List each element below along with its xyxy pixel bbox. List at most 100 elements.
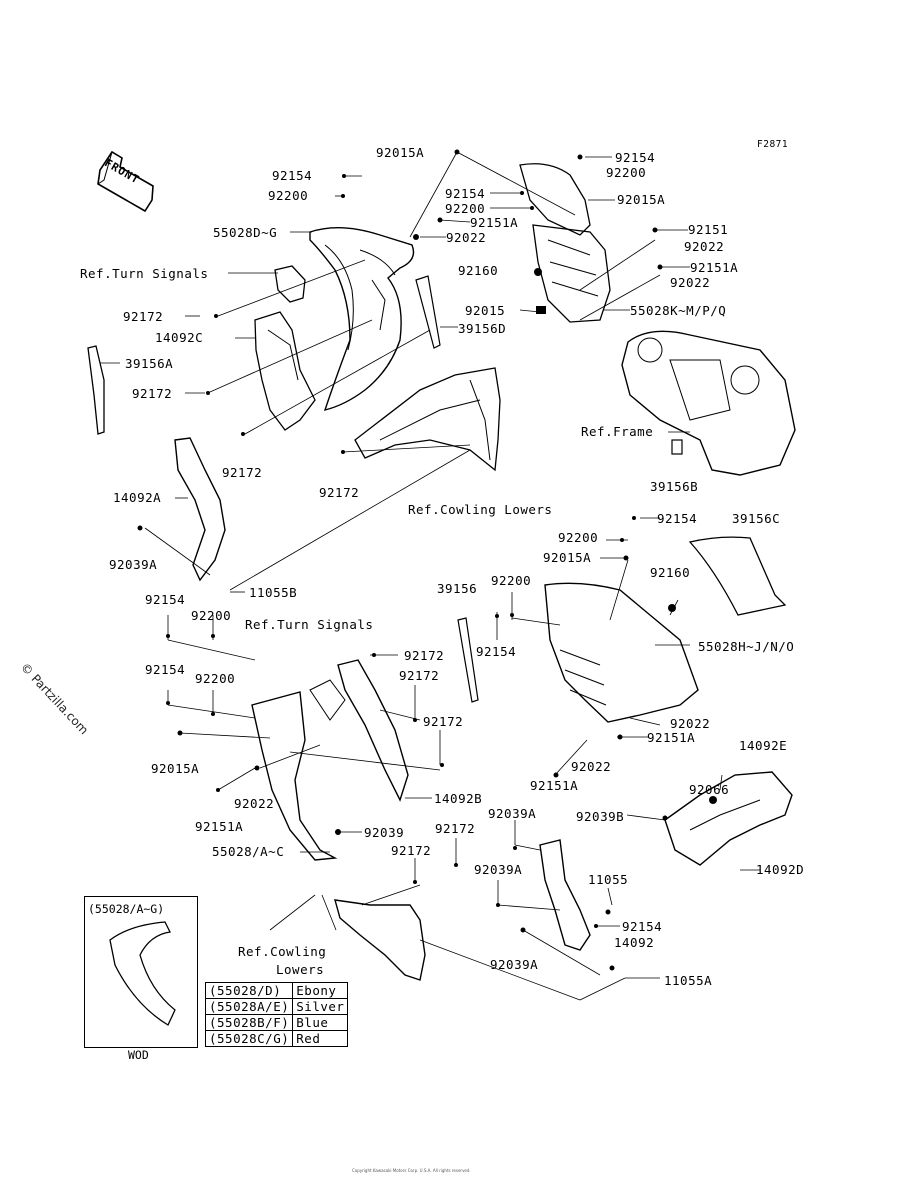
label-lowers[interactable]: Lowers	[276, 962, 325, 977]
color-legend-table: (55028/D) Ebony (55028A/E) Silver (55028…	[204, 982, 349, 1047]
label-92200[interactable]: 92200	[491, 573, 532, 588]
label-92200[interactable]: 92200	[195, 671, 236, 686]
label-92172[interactable]: 92172	[123, 309, 164, 324]
label-92015A[interactable]: 92015A	[617, 192, 666, 207]
label-92172[interactable]: 92172	[319, 485, 360, 500]
label-92172[interactable]: 92172	[399, 668, 440, 683]
label-92172[interactable]: 92172	[435, 821, 476, 836]
strip-39156A	[87, 345, 105, 435]
label-92022[interactable]: 92022	[670, 716, 711, 731]
label-92151A[interactable]: 92151A	[647, 730, 696, 745]
legend-row: (55028/D) Ebony	[204, 982, 349, 999]
label-92066[interactable]: 92066	[689, 782, 730, 797]
legend-color: Ebony	[292, 982, 349, 999]
label-92039A[interactable]: 92039A	[474, 862, 523, 877]
bracket-14092A	[174, 437, 226, 582]
label-92022[interactable]: 92022	[446, 230, 487, 245]
wod-caption: WOD	[128, 1048, 149, 1062]
label-92151A[interactable]: 92151A	[690, 260, 739, 275]
label-92200[interactable]: 92200	[268, 188, 309, 203]
label-39156C[interactable]: 39156C	[732, 511, 781, 526]
label-92154[interactable]: 92154	[476, 644, 517, 659]
front-arrow-icon	[97, 150, 154, 213]
label-ref-turn-signals[interactable]: Ref.Turn Signals	[245, 617, 374, 632]
label-92172[interactable]: 92172	[391, 843, 432, 858]
label-39156D[interactable]: 39156D	[458, 321, 507, 336]
bracket-14092B	[337, 659, 409, 802]
label-92154[interactable]: 92154	[145, 662, 186, 677]
label-92015A[interactable]: 92015A	[151, 761, 200, 776]
label-11055B[interactable]: 11055B	[249, 585, 298, 600]
upper-cowling-55028D-G	[309, 226, 415, 411]
label-14092[interactable]: 14092	[614, 935, 655, 950]
label-55028K-M-P-Q[interactable]: 55028K~M/P/Q	[630, 303, 727, 318]
label-92172[interactable]: 92172	[423, 714, 464, 729]
label-92200[interactable]: 92200	[606, 165, 647, 180]
legend-code: (55028B/F)	[204, 1014, 294, 1031]
label-14092B[interactable]: 14092B	[434, 791, 483, 806]
label-92154[interactable]: 92154	[622, 919, 663, 934]
label-92039A[interactable]: 92039A	[109, 557, 158, 572]
label-39156A[interactable]: 39156A	[125, 356, 174, 371]
diagram-code: F2871	[757, 139, 789, 150]
label-ref-cowling-lowers[interactable]: Ref.Cowling Lowers	[408, 502, 553, 517]
label-11055[interactable]: 11055	[588, 872, 629, 887]
label-92172[interactable]: 92172	[132, 386, 173, 401]
leader-lines	[100, 151, 760, 1001]
label-ref-frame[interactable]: Ref.Frame	[581, 424, 654, 439]
label-ref-turn-signals[interactable]: Ref.Turn Signals	[80, 266, 209, 281]
fastener-dots	[137, 149, 717, 971]
label-55028H-J-N-O[interactable]: 55028H~J/N/O	[698, 639, 795, 654]
wod-illustration	[109, 921, 176, 1026]
label-11055A[interactable]: 11055A	[664, 973, 713, 988]
label-ref-cowling[interactable]: Ref.Cowling	[238, 944, 327, 959]
label-55028D-G[interactable]: 55028D~G	[213, 225, 278, 240]
label-92022[interactable]: 92022	[234, 796, 275, 811]
label-92200[interactable]: 92200	[558, 530, 599, 545]
label-92039B[interactable]: 92039B	[576, 809, 625, 824]
label-92039[interactable]: 92039	[364, 825, 405, 840]
label-92151[interactable]: 92151	[688, 222, 729, 237]
bracket-14092D-E	[664, 771, 793, 866]
label-92022[interactable]: 92022	[571, 759, 612, 774]
legend-color: Blue	[292, 1014, 349, 1031]
label-92200[interactable]: 92200	[191, 608, 232, 623]
legend-color: Red	[292, 1030, 349, 1047]
label-92022[interactable]: 92022	[670, 275, 711, 290]
label-55028-A-C[interactable]: 55028/A~C	[212, 844, 285, 859]
lower-left-cowl	[334, 899, 426, 981]
legend-color: Silver	[292, 998, 349, 1015]
label-92039A[interactable]: 92039A	[488, 806, 537, 821]
label-92015A[interactable]: 92015A	[543, 550, 592, 565]
label-92172[interactable]: 92172	[404, 648, 445, 663]
label-39156B[interactable]: 39156B	[650, 479, 699, 494]
label-92154[interactable]: 92154	[657, 511, 698, 526]
frame-reference	[621, 330, 796, 476]
label-92200[interactable]: 92200	[445, 201, 486, 216]
label-92015A[interactable]: 92015A	[376, 145, 425, 160]
label-92039A[interactable]: 92039A	[490, 957, 539, 972]
label-92154[interactable]: 92154	[445, 186, 486, 201]
label-92154[interactable]: 92154	[615, 150, 656, 165]
right-upper-cowl-55028K	[519, 163, 611, 323]
label-92022[interactable]: 92022	[684, 239, 725, 254]
label-39156[interactable]: 39156	[437, 581, 478, 596]
inner-panel-14092C	[254, 311, 316, 431]
label-14092D[interactable]: 14092D	[756, 862, 805, 877]
label-92160[interactable]: 92160	[458, 263, 499, 278]
label-92151A[interactable]: 92151A	[530, 778, 579, 793]
legend-row: (55028B/F) Blue	[204, 1014, 349, 1031]
label-92151A[interactable]: 92151A	[470, 215, 519, 230]
label-14092C[interactable]: 14092C	[155, 330, 204, 345]
label-92151A[interactable]: 92151A	[195, 819, 244, 834]
left-mid-cowl-55028A-C	[251, 679, 346, 861]
label-92015[interactable]: 92015	[465, 303, 506, 318]
label-92160[interactable]: 92160	[650, 565, 691, 580]
legend-code: (55028A/E)	[204, 998, 294, 1015]
label-92172[interactable]: 92172	[222, 465, 263, 480]
label-14092A[interactable]: 14092A	[113, 490, 162, 505]
label-14092E[interactable]: 14092E	[739, 738, 788, 753]
legend-row: (55028C/G) Red	[204, 1030, 349, 1047]
label-92154[interactable]: 92154	[272, 168, 313, 183]
label-92154[interactable]: 92154	[145, 592, 186, 607]
